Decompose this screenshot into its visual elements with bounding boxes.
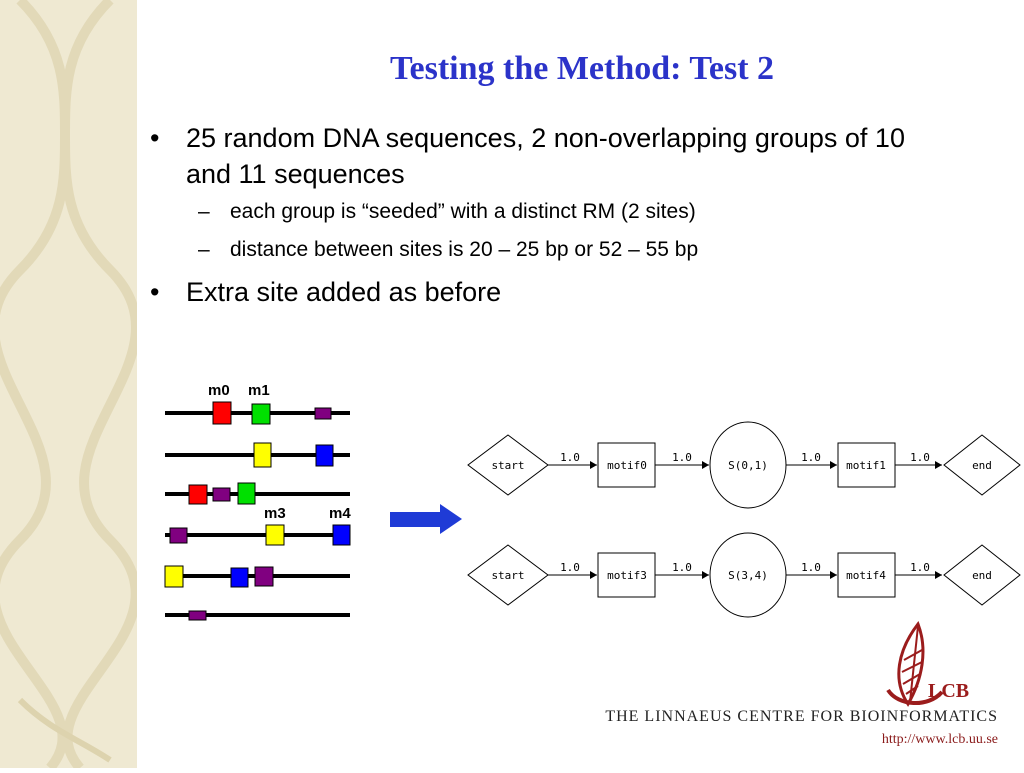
footer-logo-area: LCB THE LINNAEUS CENTRE FOR BIOINFORMATI… <box>605 620 1024 768</box>
site-blue <box>332 524 351 546</box>
node-s34: S(3,4) <box>728 569 768 582</box>
site-purple <box>314 407 332 420</box>
edge-label: 1.0 <box>910 561 930 574</box>
node-start: start <box>491 459 524 472</box>
edge-label: 1.0 <box>560 561 580 574</box>
site-blue <box>315 444 334 467</box>
label-m1: m1 <box>248 382 270 399</box>
dash-marker: – <box>198 200 210 223</box>
node-motif3: motif3 <box>607 569 647 582</box>
sub-bullet-1: – each group is “seeded” with a distinct… <box>150 198 930 226</box>
node-s01: S(0,1) <box>728 459 768 472</box>
bullet-list: • 25 random DNA sequences, 2 non-overlap… <box>150 120 930 314</box>
node-end: end <box>972 569 992 582</box>
end-node <box>943 544 1021 606</box>
site-red <box>188 484 208 505</box>
arrow-right-icon <box>390 504 462 534</box>
site-red <box>212 401 232 425</box>
dash-marker: – <box>198 238 210 261</box>
decorative-sidebar <box>0 0 141 772</box>
bullet-1-text: 25 random DNA sequences, 2 non-overlappi… <box>186 123 905 189</box>
site-yellow <box>265 524 285 546</box>
edge-label: 1.0 <box>801 451 821 464</box>
site-blue <box>230 567 249 588</box>
node-motif1: motif1 <box>846 459 886 472</box>
slide-title: Testing the Method: Test 2 <box>389 50 775 87</box>
edge-label: 1.0 <box>910 451 930 464</box>
start-node <box>467 434 549 496</box>
label-m3: m3 <box>264 505 286 522</box>
motif-node <box>837 442 896 488</box>
site-purple <box>212 487 231 502</box>
model-top: start 1.0 motif0 1.0 S(0,1) 1.0 motif1 1… <box>467 421 1021 509</box>
start-node <box>467 544 549 606</box>
node-motif0: motif0 <box>607 459 647 472</box>
site-purple <box>254 566 274 587</box>
site-green <box>251 403 271 425</box>
label-m0: m0 <box>208 382 230 399</box>
model-bottom: start 1.0 motif3 1.0 S(3,4) 1.0 motif4 1… <box>467 532 1021 618</box>
site-purple <box>188 610 207 621</box>
centre-url[interactable]: http://www.lcb.uu.se <box>881 732 998 747</box>
sub-bullet-1-text: each group is “seeded” with a distinct R… <box>230 200 696 223</box>
edge-label: 1.0 <box>560 451 580 464</box>
edge-label: 1.0 <box>801 561 821 574</box>
node-start: start <box>491 569 524 582</box>
bullet-marker: • <box>150 123 160 153</box>
label-m4: m4 <box>329 505 351 522</box>
bullet-2-text: Extra site added as before <box>186 277 502 307</box>
logo-text: LCB <box>928 680 970 702</box>
sub-bullet-2: – distance between sites is 20 – 25 bp o… <box>150 236 930 264</box>
node-motif4: motif4 <box>846 569 886 582</box>
site-yellow <box>253 442 272 468</box>
motif-sites <box>164 401 351 621</box>
dna-helix-watermark <box>0 0 141 772</box>
lcb-leaf-logo-icon <box>886 620 944 707</box>
edge-label: 1.0 <box>672 561 692 574</box>
site-yellow <box>164 565 184 588</box>
bullet-2: • Extra site added as before <box>150 274 930 310</box>
bullet-1: • 25 random DNA sequences, 2 non-overlap… <box>150 120 930 192</box>
edge-label: 1.0 <box>672 451 692 464</box>
site-purple <box>169 527 188 544</box>
centre-name: THE LINNAEUS CENTRE FOR BIOINFORMATICS <box>605 708 998 725</box>
sub-bullet-2-text: distance between sites is 20 – 25 bp or … <box>230 238 699 261</box>
node-end: end <box>972 459 992 472</box>
site-green <box>237 482 256 505</box>
motif-node <box>837 552 896 598</box>
bullet-marker: • <box>150 277 160 307</box>
motif-node <box>597 552 656 598</box>
end-node <box>943 434 1021 496</box>
